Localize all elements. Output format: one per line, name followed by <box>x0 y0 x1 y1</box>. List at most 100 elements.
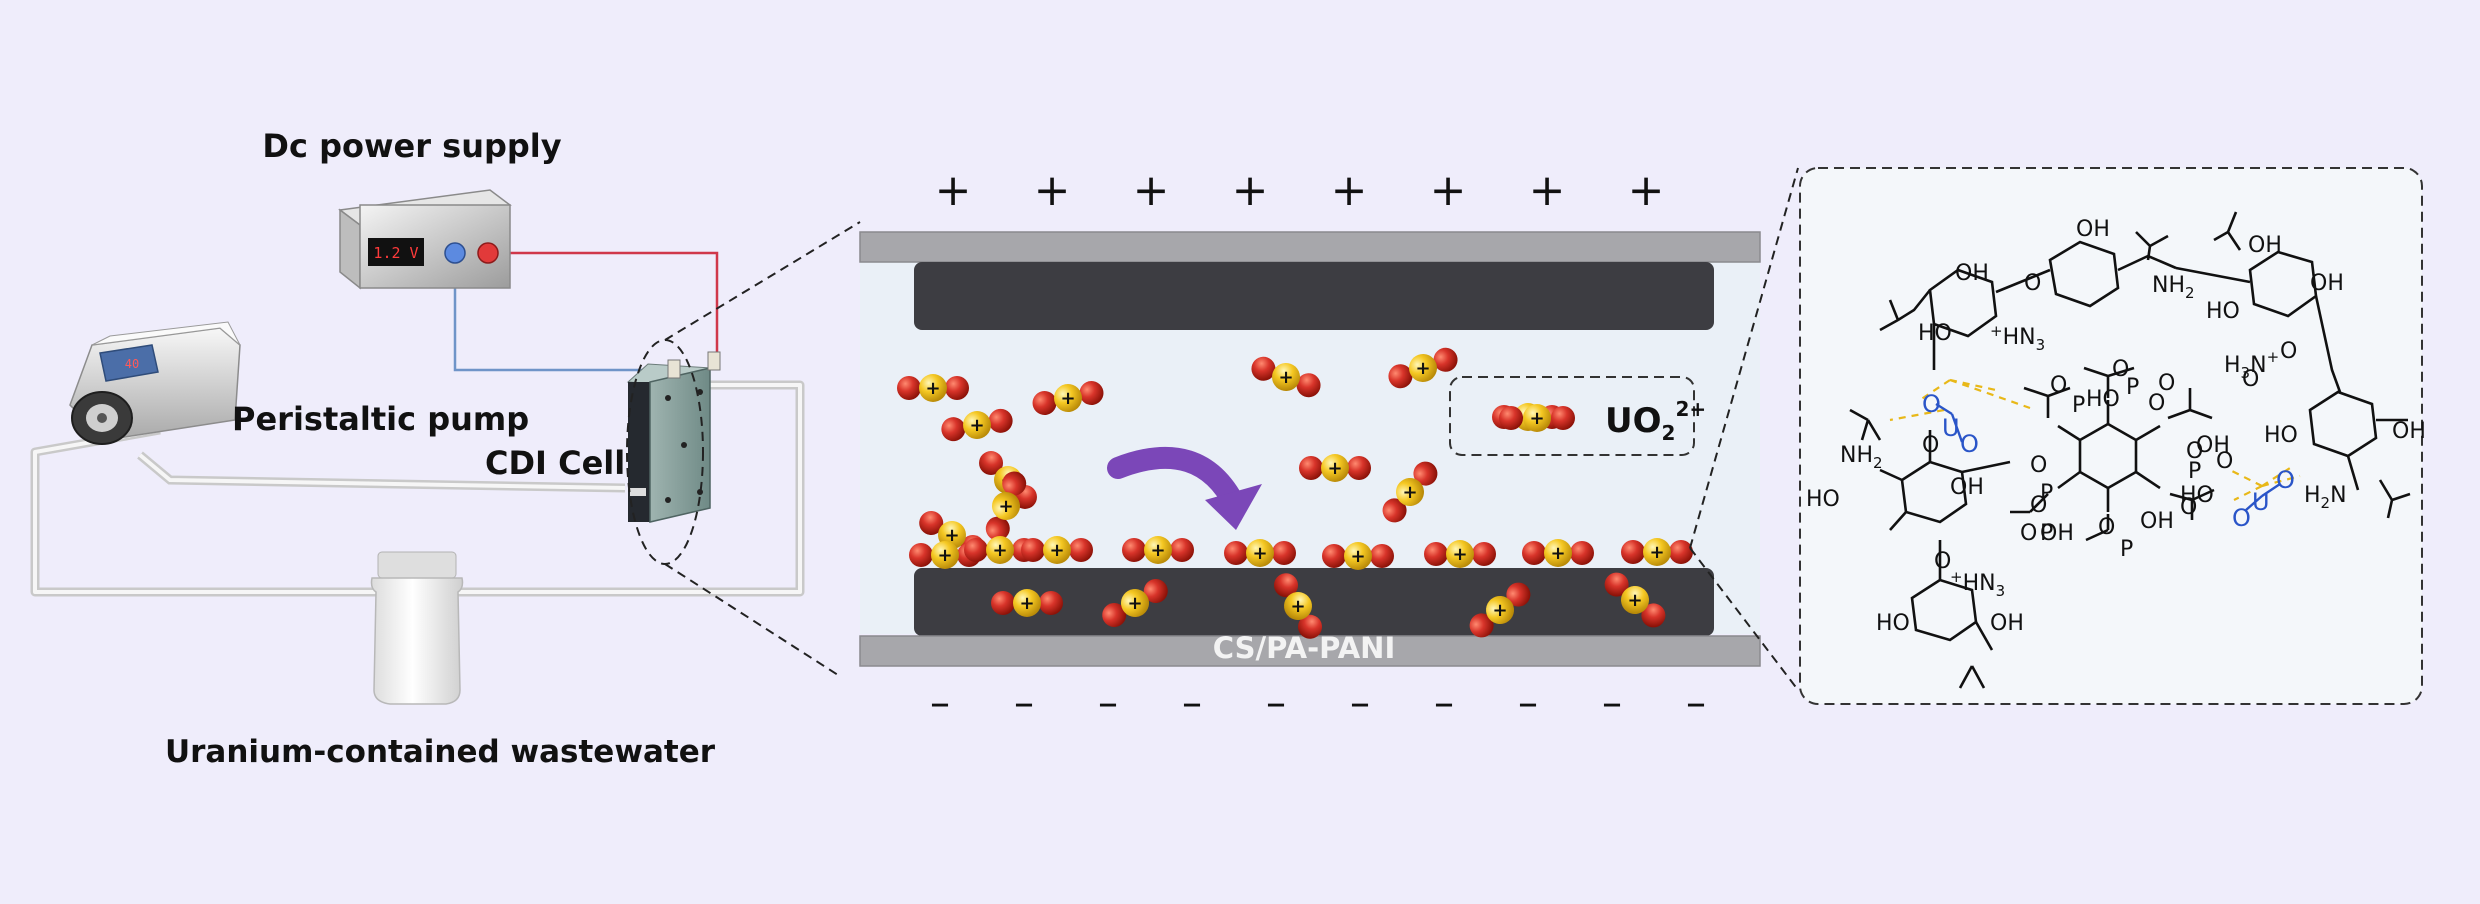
atom-label: O <box>2030 493 2047 518</box>
chitosan-ring-3 <box>1910 578 1978 642</box>
negative-sign: – <box>1350 680 1370 726</box>
amine-label: H2N <box>2304 483 2347 512</box>
positive-sign: + <box>1529 165 1566 216</box>
svg-text:+: + <box>1550 543 1565 564</box>
negative-sign: – <box>930 680 950 726</box>
uranyl-oxygen-label: O <box>2276 466 2295 494</box>
uranyl-ion: + <box>1122 536 1194 564</box>
uranium-atom <box>919 374 947 402</box>
atom-label: OH <box>2392 419 2426 444</box>
uranyl-ion: + <box>1274 573 1322 639</box>
uranium-atom <box>1621 586 1649 614</box>
uranyl-oxygen-label: O <box>1922 390 1941 418</box>
svg-text:+: + <box>1452 544 1467 565</box>
uranyl-ion: + <box>1424 540 1496 568</box>
svg-text:+: + <box>1060 388 1075 409</box>
uranyl-ion: + <box>1021 536 1093 564</box>
positive-sign: + <box>1232 165 1269 216</box>
uranium-atom <box>1043 536 1071 564</box>
dc-power-supply-label: Dc power supply <box>262 127 561 165</box>
uranium-atom <box>1544 539 1572 567</box>
uranium-atom <box>1013 589 1041 617</box>
uranium-atom <box>1121 589 1149 617</box>
legend-uranyl-ion: + <box>1499 404 1575 432</box>
oxygen-atom <box>1322 544 1346 568</box>
voltage-display <box>368 238 424 266</box>
oxygen-atom <box>1604 572 1629 597</box>
adsorption-arrow <box>1107 446 1262 530</box>
peristaltic-pump: 40 <box>69 321 241 445</box>
uranium-atom <box>931 541 959 569</box>
cdi-cross-section: CS/PA-PANI <box>859 231 1761 667</box>
oxygen-atom <box>1122 538 1146 562</box>
svg-text:+: + <box>1278 367 1293 388</box>
phosphorus-label: P <box>2126 375 2139 400</box>
svg-text:+: + <box>1150 540 1165 561</box>
oxygen-atom <box>909 543 933 567</box>
svg-text:+: + <box>1402 482 1417 503</box>
oxygen-atom <box>1472 542 1496 566</box>
uranium-label: U <box>1942 414 1960 442</box>
chitosan-ring-6 <box>2308 390 2378 458</box>
uranyl-ion: + <box>1251 356 1321 398</box>
phosphorus-label: P <box>2120 537 2133 562</box>
atom-label: OH <box>1990 611 2024 636</box>
oxygen-atom <box>1347 456 1371 480</box>
uranyl-ion: + <box>941 408 1013 442</box>
negative-sign: – <box>1518 680 1538 726</box>
phosphorus-label: P <box>2040 521 2053 546</box>
uranium-atom <box>992 492 1020 520</box>
oxygen-atom <box>1251 356 1276 381</box>
svg-text:+: + <box>1649 542 1664 563</box>
negative-sign: – <box>1014 680 1034 726</box>
negative-sign: – <box>1266 680 1286 726</box>
top-current-collector <box>859 231 1761 263</box>
atom-label: O <box>2024 271 2041 296</box>
negative-sign: – <box>1434 680 1454 726</box>
uranium-atom <box>1144 536 1172 564</box>
negative-sign: – <box>1686 680 1706 726</box>
positive-sign: + <box>1331 165 1368 216</box>
phosphorus-label: P <box>2072 393 2085 418</box>
oxygen-atom <box>1021 538 1045 562</box>
pump-screen <box>99 344 159 382</box>
atom-label: O <box>2112 357 2129 382</box>
svg-text:+: + <box>992 540 1007 561</box>
atom-label: HO <box>1918 321 1952 346</box>
svg-text:+: + <box>969 415 984 436</box>
svg-text:+: + <box>1327 458 1342 479</box>
wastewater-label: Uranium-contained wastewater <box>165 734 716 770</box>
amine-label: NH2 <box>1840 443 1883 472</box>
zoom-line-right-top <box>1689 167 1799 549</box>
amine-label: NH2 <box>2152 273 2195 302</box>
oxygen-atom <box>1299 456 1323 480</box>
positive-sign: + <box>1430 165 1467 216</box>
chemistry-panel <box>1799 167 2423 705</box>
atom-label: O <box>2242 367 2259 392</box>
oxygen-atom <box>1433 347 1458 372</box>
bottom-current-collector <box>859 635 1761 667</box>
positive-sign: + <box>935 165 972 216</box>
atom-label: O <box>1922 433 1939 458</box>
atom-label: OH <box>2140 509 2174 534</box>
oxygen-atom <box>1224 541 1248 565</box>
positive-sign: + <box>1628 165 1665 216</box>
atom-label: O <box>2020 521 2037 546</box>
uranium-atom <box>1643 538 1671 566</box>
atom-label: OH <box>2248 233 2282 258</box>
atom-label: OH <box>2310 271 2344 296</box>
uranyl-ion: + <box>1382 461 1438 523</box>
oxygen-atom <box>1102 603 1127 627</box>
amine-label: +HN3 <box>1950 568 2005 600</box>
oxygen-atom <box>919 511 944 535</box>
uranyl-ion: + <box>1522 539 1594 567</box>
svg-text:+: + <box>1252 543 1267 564</box>
atom-label: O <box>2098 515 2115 540</box>
atom-label: HO <box>2264 423 2298 448</box>
positive-sign: + <box>1133 165 1170 216</box>
peristaltic-pump-label: Peristaltic pump <box>232 400 529 438</box>
atom-label: O <box>2050 373 2067 398</box>
svg-text:+: + <box>1049 540 1064 561</box>
oxygen-atom <box>979 451 1004 476</box>
svg-text:+: + <box>1290 596 1305 617</box>
